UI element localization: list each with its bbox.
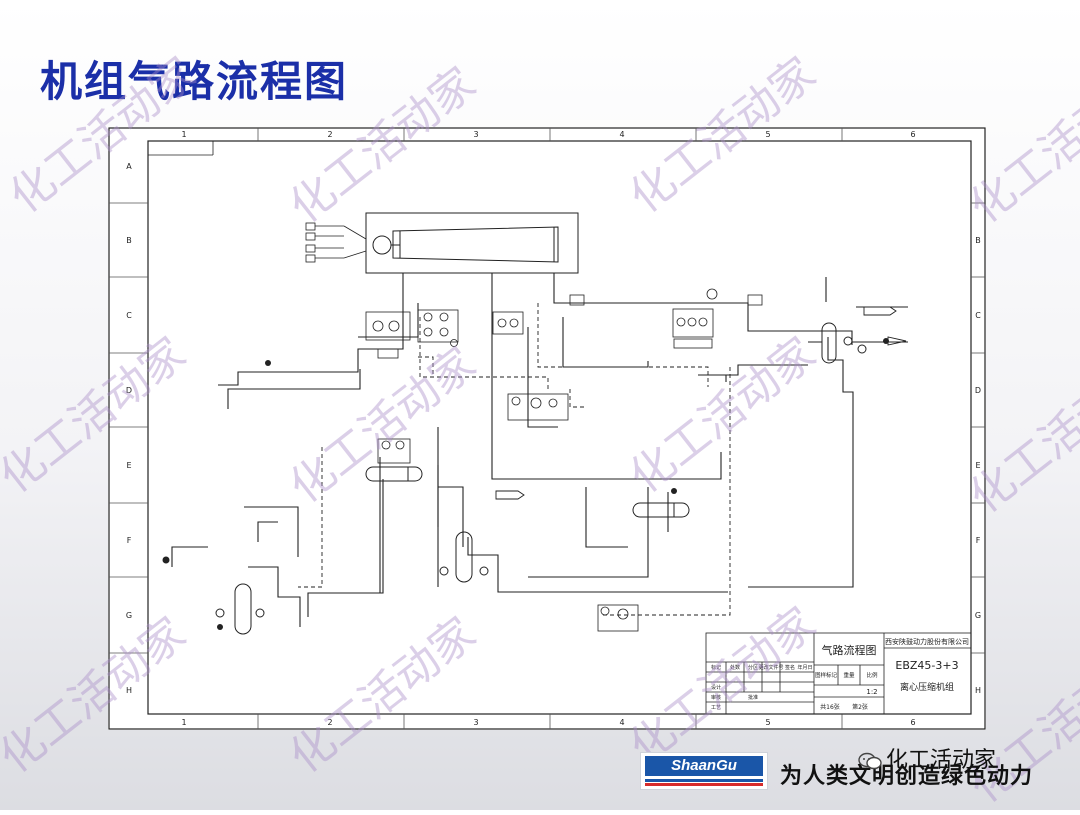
title-block-product: 离心压缩机组 (900, 681, 954, 693)
title-block-role: 工艺 (711, 705, 721, 711)
row-label: E (126, 461, 131, 470)
row-label: A (126, 162, 132, 171)
title-block-model: EBZ45-3+3 (895, 659, 958, 672)
row-label: B (975, 236, 981, 245)
vessel-separator-mid (439, 531, 489, 583)
title-block-role: 批准 (748, 694, 758, 701)
row-label: E (975, 461, 980, 470)
slide-title: 机组气路流程图 (40, 57, 349, 106)
instrument-cluster-2 (569, 288, 763, 349)
row-label: C (975, 311, 981, 320)
title-block-signature: 更改文件号 (758, 664, 783, 671)
row-label: F (976, 536, 981, 545)
wechat-account: 化工活动家 (858, 742, 996, 774)
title-block-role: 审核 (711, 694, 721, 701)
row-label: H (126, 686, 132, 695)
heat-exchanger-right (632, 502, 690, 518)
col-label: 5 (765, 130, 770, 139)
col-label: 6 (910, 718, 915, 727)
title-block-header: 比例 (866, 671, 878, 679)
col-label: 5 (765, 718, 770, 727)
title-block-sheet-no: 第2张 (852, 703, 868, 711)
col-label: 2 (327, 718, 332, 727)
title-block-signature: 标记 (711, 664, 721, 671)
row-label: G (126, 611, 132, 620)
col-label: 6 (910, 130, 915, 139)
col-label: 4 (619, 130, 624, 139)
title-block (705, 632, 972, 715)
col-label: 1 (181, 130, 186, 139)
col-label: 3 (473, 130, 478, 139)
inner-frame (147, 140, 972, 715)
row-label: F (127, 536, 132, 545)
col-label: 1 (181, 718, 186, 727)
process-lines (171, 273, 908, 627)
title-block-signature: 分区 (748, 664, 758, 671)
instrument-cluster-1 (365, 309, 524, 359)
instrument-cluster-3 (377, 393, 639, 632)
title-block-header: 重量 (843, 671, 855, 679)
row-label: D (975, 386, 981, 395)
title-block-scale: 1:2 (866, 688, 877, 696)
row-label: B (126, 236, 132, 245)
dashed-lines (298, 303, 731, 616)
logo-text: ShaanGu (645, 756, 763, 776)
compressor-unit (365, 212, 579, 274)
row-label: D (126, 386, 132, 395)
row-label: C (126, 311, 132, 320)
title-block-sheet-total: 共16张 (820, 703, 840, 711)
heat-exchanger-left (365, 466, 423, 482)
title-block-role: 设计 (711, 684, 721, 691)
small-symbols (162, 338, 889, 630)
col-label: 4 (619, 718, 624, 727)
outer-frame (108, 127, 986, 730)
title-block-signature: 签名 (785, 664, 795, 671)
row-label: H (975, 686, 981, 695)
col-label: 2 (327, 130, 332, 139)
title-block-signature: 年月日 (797, 664, 812, 671)
company-slogan: 为人类文明创造绿色动力 (780, 764, 1034, 789)
title-block-drawing-name: 气路流程图 (822, 643, 877, 657)
process-flow-drawing: 1 2 3 4 5 6 1 2 3 4 5 6 A B C D E F G H … (108, 127, 986, 730)
zone-dividers (109, 128, 985, 729)
col-label: 3 (473, 718, 478, 727)
shaangu-logo: ShaanGu (640, 752, 768, 790)
wechat-label: 化工活动家 (886, 748, 997, 773)
vessel-separator-left (215, 583, 265, 635)
title-block-signature: 处数 (730, 664, 740, 671)
title-block-company: 西安陕鼓动力股份有限公司 (885, 637, 969, 646)
vessel-separator-right (808, 322, 867, 364)
wechat-icon (858, 752, 882, 770)
signal-boxes (305, 222, 367, 263)
row-label: G (975, 611, 981, 620)
title-block-header: 图样标记 (815, 671, 838, 679)
